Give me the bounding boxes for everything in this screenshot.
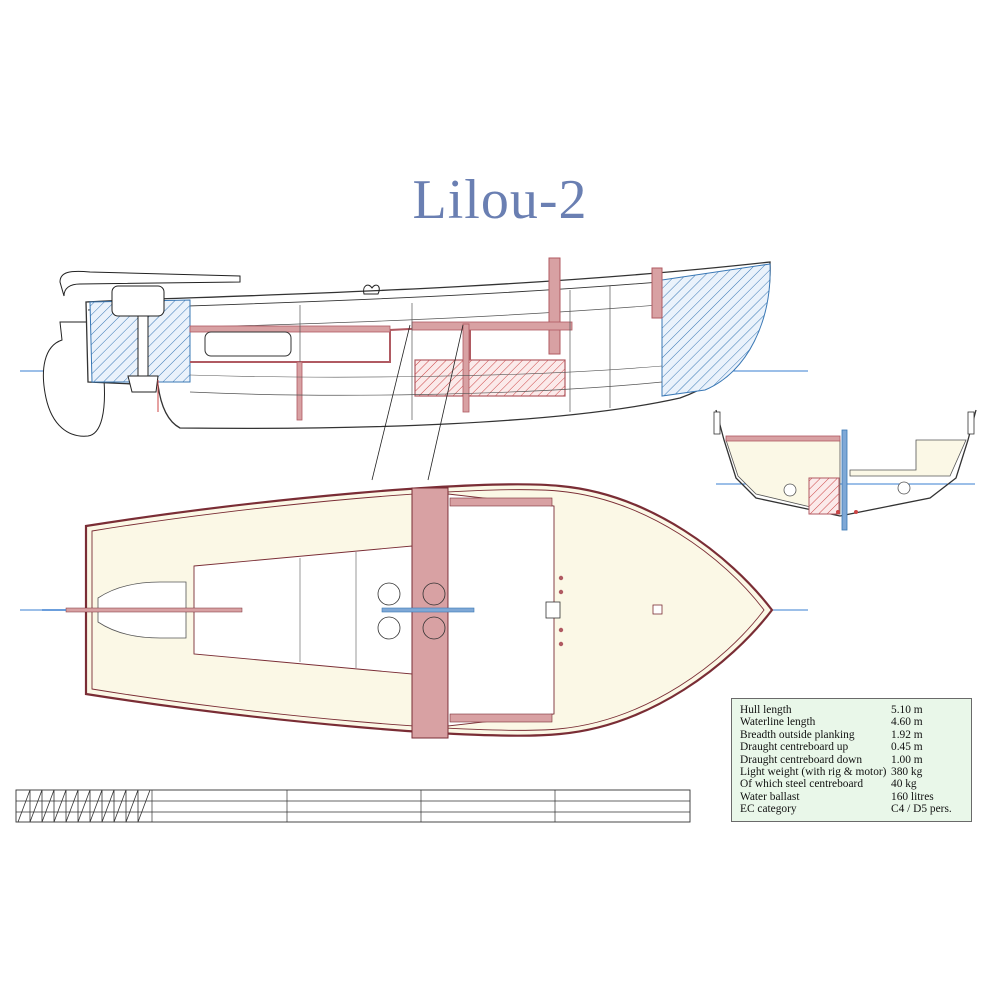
spec-row: Hull length 5.10 m [740,704,965,716]
aft-bulkhead [296,361,303,421]
outboard-motor [111,285,165,412]
spec-value: 0.45 m [891,741,923,754]
plan-bow-fitting [652,604,663,615]
section-deck [725,435,841,442]
spec-label: Of which steel centreboard [740,778,864,791]
drawing-title: Lilou-2 [412,169,588,231]
section-hull [715,409,977,517]
specifications-table: Hull length 5.10 m Waterline length 4.60 m… [731,698,972,822]
bow-post [651,267,663,319]
spec-row: Waterline length 4.60 m [740,716,965,728]
scale-zigzag [17,789,151,823]
title-block [15,789,691,823]
cockpit-seat [189,325,391,333]
spec-label: Draught centreboard up [740,741,849,754]
side-profile-view [20,257,808,437]
spec-row: Draught centreboard up 0.45 m [740,741,965,753]
spec-value: 380 kg [891,766,923,779]
spec-value: C4 / D5 pers. [891,803,952,816]
spec-value: 1.00 m [891,753,923,766]
plan-thwart [411,487,449,739]
spec-label: Hull length [740,704,792,716]
spec-row: EC category C4 / D5 pers. [740,803,965,815]
spec-row: Breadth outside planking 1.92 m [740,729,965,741]
centreboard-trunk [462,323,470,413]
spec-row: Water ballast 160 litres [740,791,965,803]
plan-mast-partner [545,601,561,619]
spec-row: Draught centreboard down 1.00 m [740,754,965,766]
spec-label: EC category [740,803,797,816]
plan-centreboard-slot [381,607,475,613]
side-window [204,331,292,357]
spec-value: 1.92 m [891,728,923,741]
spec-value: 160 litres [891,790,934,803]
deck-plan-view [20,483,808,739]
spec-label: Draught centreboard down [740,753,863,766]
thwart [411,321,573,331]
plan-hatch [377,582,401,606]
forward-ballast-tank [661,263,771,397]
spec-row: Of which steel centreboard 40 kg [740,778,965,790]
plan-tiller [65,607,243,613]
spec-label: Light weight (with rig & motor) [740,766,887,779]
tiller [59,270,241,297]
section-interior-right [849,439,967,477]
spec-value: 40 kg [891,778,917,791]
spec-value: 4.60 m [891,716,923,729]
spec-value: 5.10 m [891,704,923,716]
mast-stub [548,257,561,355]
centreboard-case [414,359,566,397]
spec-label: Breadth outside planking [740,728,855,741]
cleat [363,284,380,295]
spec-label: Waterline length [740,716,816,729]
section-centreboard [808,477,840,515]
cross-section-view [713,409,977,531]
spec-label: Water ballast [740,790,800,803]
section-case-wall [841,429,848,531]
spec-row: Light weight (with rig & motor) 380 kg [740,766,965,778]
